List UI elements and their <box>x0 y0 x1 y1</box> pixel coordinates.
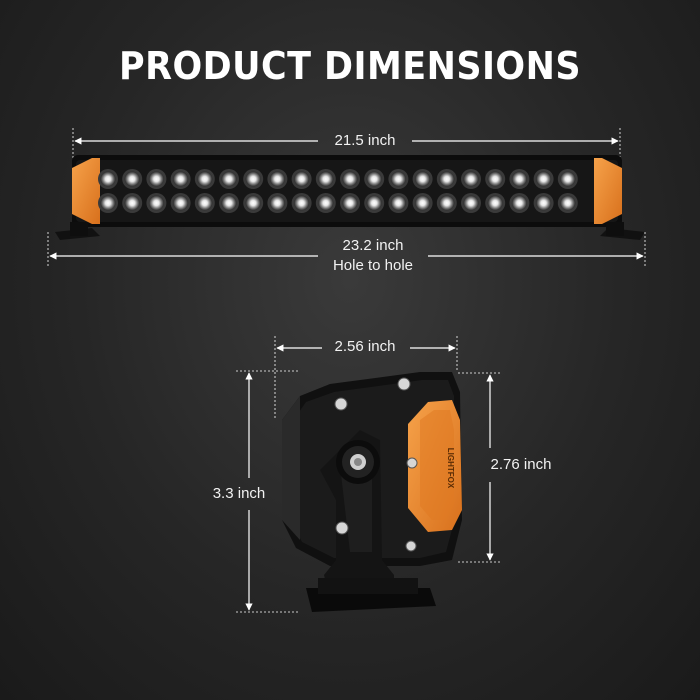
led-lens <box>173 195 189 211</box>
hole-to-hole-note: Hole to hole <box>332 257 414 274</box>
led-lens <box>269 195 285 211</box>
led-lens <box>221 171 237 187</box>
led-lens <box>342 171 358 187</box>
led-lens <box>221 195 237 211</box>
led-lens <box>415 195 431 211</box>
side-width-label: 2.56 inch <box>334 338 396 355</box>
light-bar-side-view <box>236 336 500 613</box>
side-housing-height-label: 2.76 inch <box>490 456 552 473</box>
led-lens <box>487 195 503 211</box>
led-lens <box>415 171 431 187</box>
led-lens <box>294 195 310 211</box>
hole-to-hole-label: 23.2 inch <box>342 237 404 254</box>
led-lens <box>294 171 310 187</box>
page-title: PRODUCT DIMENSIONS <box>119 44 581 88</box>
led-lens <box>511 195 527 211</box>
led-lens <box>197 171 213 187</box>
led-lens <box>124 195 140 211</box>
led-lens <box>342 195 358 211</box>
led-lens <box>148 171 164 187</box>
led-lens <box>318 195 334 211</box>
led-lens <box>560 195 576 211</box>
light-bar-front-view <box>47 128 646 268</box>
led-lens <box>536 171 552 187</box>
led-lens <box>269 171 285 187</box>
led-lens <box>366 195 382 211</box>
overall-length-label: 21.5 inch <box>334 132 396 149</box>
led-lens <box>463 171 479 187</box>
led-lens <box>511 171 527 187</box>
led-lens <box>463 195 479 211</box>
led-lens <box>245 171 261 187</box>
led-lens <box>439 171 455 187</box>
led-lens <box>487 171 503 187</box>
led-lens <box>245 195 261 211</box>
led-lens <box>560 171 576 187</box>
led-lens <box>318 171 334 187</box>
led-lens <box>536 195 552 211</box>
led-lens <box>197 195 213 211</box>
led-lens <box>100 195 116 211</box>
brand-mark: LIGHTFOX <box>446 448 455 489</box>
led-lens <box>390 171 406 187</box>
side-total-height-label: 3.3 inch <box>212 485 266 502</box>
led-lens <box>124 171 140 187</box>
led-lens <box>439 195 455 211</box>
led-lens <box>366 171 382 187</box>
led-lens <box>100 171 116 187</box>
led-lens <box>173 171 189 187</box>
led-lens <box>390 195 406 211</box>
led-lens <box>148 195 164 211</box>
